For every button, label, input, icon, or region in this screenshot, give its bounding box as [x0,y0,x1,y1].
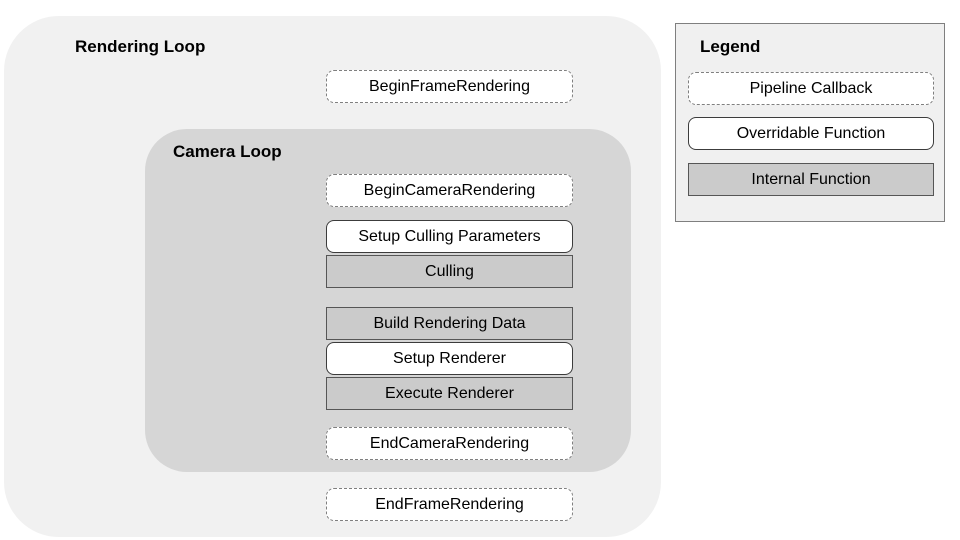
box-culling: Culling [326,255,573,288]
box-setup-culling-parameters: Setup Culling Parameters [326,220,573,253]
box-end-camera-rendering: EndCameraRendering [326,427,573,460]
box-build-rendering-data: Build Rendering Data [326,307,573,340]
box-end-frame-rendering: EndFrameRendering [326,488,573,521]
box-setup-renderer: Setup Renderer [326,342,573,375]
legend-panel: Legend Pipeline Callback Overridable Fun… [675,23,945,222]
box-begin-camera-rendering: BeginCameraRendering [326,174,573,207]
box-execute-renderer: Execute Renderer [326,377,573,410]
legend-item-overridable-function: Overridable Function [688,117,934,150]
rendering-loop-container: Rendering Loop BeginFrameRendering Camer… [4,16,661,537]
box-begin-frame-rendering: BeginFrameRendering [326,70,573,103]
legend-item-pipeline-callback: Pipeline Callback [688,72,934,105]
camera-loop-container: Camera Loop BeginCameraRendering Setup C… [145,129,631,472]
rendering-loop-title: Rendering Loop [75,37,206,56]
legend-title: Legend [700,37,761,56]
camera-loop-title: Camera Loop [173,142,282,161]
legend-item-internal-function: Internal Function [688,163,934,196]
